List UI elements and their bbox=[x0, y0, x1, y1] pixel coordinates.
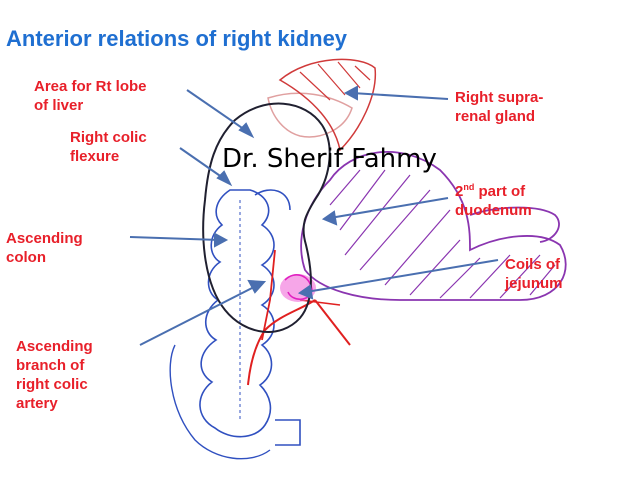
liver-area bbox=[267, 92, 353, 138]
pointer-arrows bbox=[129, 85, 499, 346]
right-colic-artery bbox=[247, 249, 351, 386]
duodenum-part-text: part of bbox=[474, 183, 526, 200]
label-right-colic-flexure: Right colic flexure bbox=[70, 129, 147, 165]
label-liver-area: Area for Rt lobe of liver bbox=[34, 78, 147, 114]
label-right-colic-artery: Ascending branch of right colic artery bbox=[16, 338, 93, 412]
ascending-colon-shape bbox=[169, 189, 301, 460]
duodenum-ordinal: 2 bbox=[455, 183, 464, 200]
duodenum-shape bbox=[300, 150, 567, 301]
label-ascending-colon: Ascending colon bbox=[6, 230, 83, 266]
label-duodenum: 2nd part of duodenum bbox=[455, 178, 532, 220]
duodenum-word: duodenum bbox=[455, 202, 532, 219]
suprarenal-gland bbox=[278, 58, 377, 152]
duodenum-ordinal-suffix: nd bbox=[463, 182, 475, 192]
label-coils-of-jejunum: Coils of jejunum bbox=[505, 256, 563, 292]
author-watermark: Dr. Sherif Fahmy bbox=[222, 144, 437, 174]
label-suprarenal-gland: Right supra- renal gland bbox=[455, 89, 544, 125]
page-title: Anterior relations of right kidney bbox=[6, 26, 348, 51]
